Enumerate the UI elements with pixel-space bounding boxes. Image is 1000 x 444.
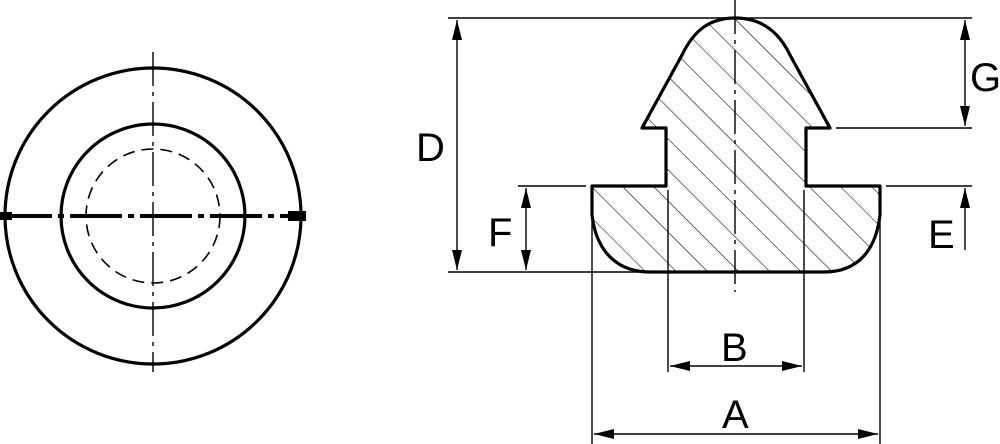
section-view	[590, 0, 882, 292]
dimension-a: A	[594, 393, 878, 439]
label-d: D	[416, 126, 445, 170]
label-g: G	[970, 56, 1000, 100]
top-view	[0, 52, 306, 372]
dimension-b: B	[670, 326, 802, 371]
dimension-g: G	[960, 20, 1000, 126]
section-mark-right	[288, 211, 306, 221]
dimension-e: E	[928, 188, 970, 257]
label-e: E	[928, 213, 955, 257]
dimension-d: D	[416, 20, 462, 270]
dimension-f: F	[488, 188, 531, 270]
dimensions: D F G E B	[416, 17, 1000, 444]
part-outline	[590, 16, 882, 274]
label-f: F	[488, 211, 512, 255]
section-mark-left	[0, 212, 12, 220]
label-a: A	[722, 393, 749, 437]
label-b: B	[721, 326, 748, 370]
